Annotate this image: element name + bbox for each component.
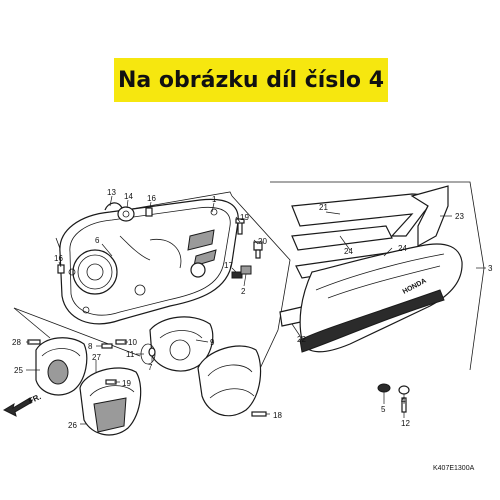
- cover-part-26: [79, 367, 142, 436]
- callout-11: 11: [126, 350, 135, 359]
- callout-18: 18: [273, 411, 282, 420]
- callout-21: 21: [319, 203, 328, 212]
- callout-7: 7: [148, 363, 153, 372]
- callout-labels: 13 14 16 1 19 20 6 16 17 2 21 23 24 24 3…: [12, 188, 493, 430]
- bearing-part-14: [117, 206, 135, 222]
- callout-26: 26: [68, 421, 77, 430]
- callout-19-lower: 19: [122, 379, 131, 388]
- seal-part-24-upper: [291, 225, 393, 251]
- callout-6: 6: [95, 236, 100, 245]
- callout-9: 9: [210, 338, 215, 347]
- cover-part-9-right: [197, 345, 262, 417]
- callout-22: 22: [297, 335, 306, 344]
- cover-part-9-left: [149, 316, 214, 372]
- nut-part-5: [377, 383, 391, 393]
- callout-5: 5: [381, 405, 386, 414]
- callout-4: 4: [401, 396, 406, 405]
- callout-12: 12: [401, 419, 410, 428]
- callout-13: 13: [107, 188, 116, 197]
- callout-3: 3: [488, 264, 493, 273]
- callout-16-top: 16: [147, 194, 156, 203]
- callout-1: 1: [212, 195, 217, 204]
- clip-part-17: [231, 271, 243, 279]
- bolt-part-20: [253, 241, 263, 259]
- callout-16-left: 16: [54, 254, 63, 263]
- callout-2: 2: [241, 287, 246, 296]
- callout-8: 8: [88, 342, 93, 351]
- bolt-part-8: [101, 343, 113, 349]
- left-crankcase-cover: [59, 198, 239, 325]
- fr-label: FR.: [27, 392, 43, 406]
- callout-25: 25: [14, 366, 23, 375]
- callout-19-top: 19: [240, 213, 249, 222]
- callout-28: 28: [12, 338, 21, 347]
- dowel-pin-part-16-left: [57, 264, 65, 274]
- part-number-banner: Na obrázku díl číslo 4: [114, 58, 388, 102]
- cover-part-25: [35, 337, 88, 396]
- callout-24-lower: 24: [398, 244, 407, 253]
- bolt-part-2: [240, 265, 252, 275]
- diagram-code: K407E1300A: [433, 465, 475, 472]
- leader-lines: [26, 195, 486, 425]
- grommet-part-4: [398, 385, 410, 395]
- dowel-pin-part-16-top: [145, 207, 153, 217]
- callout-27: 27: [92, 353, 101, 362]
- callout-14: 14: [124, 192, 133, 201]
- callout-10: 10: [128, 338, 137, 347]
- callout-24-upper: 24: [344, 247, 353, 256]
- callout-20: 20: [258, 237, 267, 246]
- seal-part-23: [410, 185, 449, 248]
- callout-17: 17: [224, 261, 233, 270]
- bolt-part-18: [251, 411, 267, 417]
- oil-seal-part-13: [104, 202, 123, 211]
- o-ring-part-7: [148, 347, 156, 357]
- front-direction-arrow: FR.: [2, 392, 43, 417]
- callout-23: 23: [455, 212, 464, 221]
- left-side-outer-cover-part-3: HONDA: [299, 243, 463, 353]
